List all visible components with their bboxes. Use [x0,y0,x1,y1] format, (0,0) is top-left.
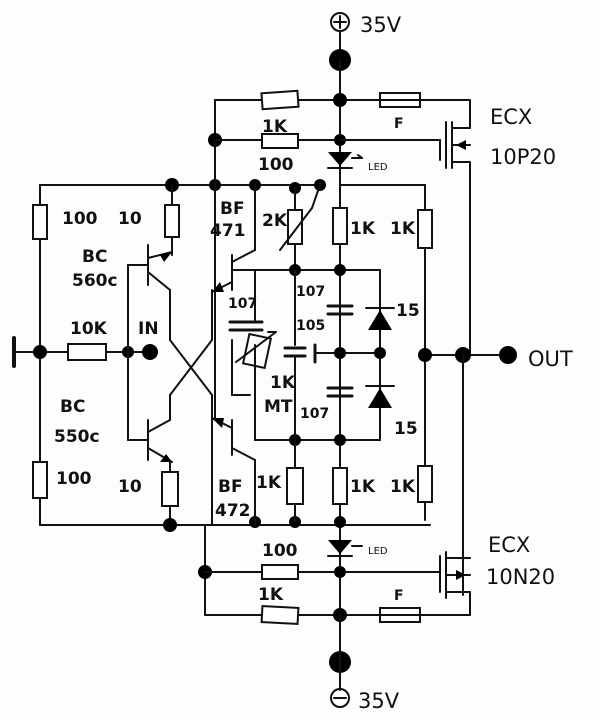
label-c107-b: 107 [296,284,325,300]
positive-supply-terminal: 35V [329,12,402,71]
label-led-top: LED [368,162,388,173]
label-fuse-bot: F [394,588,404,604]
cross-coupling [169,289,213,421]
label-r-top-1k: 1K [262,117,288,137]
label-r-left-10-top: 10 [118,209,142,229]
label-bf471-a: BF [220,199,245,219]
label-c107-a: 107 [228,296,257,312]
output-label[interactable]: OUT [528,347,573,371]
label-ecx-top-part: 10P20 [490,145,556,169]
capacitor-105 [283,343,386,364]
capacitor-107-left-top [228,269,264,332]
resistor-mid-1k-a [332,207,348,245]
label-fuse-top: F [394,116,404,132]
label-r-mid-1k-a: 1K [350,219,376,239]
label-r-in-10k: 10K [70,319,108,339]
label-bf471-b: 471 [210,221,246,241]
resistor-left-10-bot [161,461,179,526]
transistor-bf471 [211,184,256,293]
resistor-left-100-bot [32,461,48,499]
label-r-bot-1k-a: 1K [256,473,282,493]
label-r-bot-1k-b: 1K [350,477,376,497]
resistor-top-1k [261,133,299,149]
label-bc560-b: 560c [72,271,118,291]
resistor-bot-1k-d [260,605,300,625]
positive-supply-label: 35V [360,13,402,37]
label-mt: MT [264,397,293,417]
label-ecx-top-name: ECX [490,105,532,129]
mosfet-bottom-ecx10n20 [439,551,471,616]
transistor-bc550c [127,419,173,463]
potentiometer-2k [279,184,321,271]
led-top [327,152,363,169]
label-r-left-10-bot: 10 [118,477,142,497]
resistor-bot-1k-b [332,467,348,505]
negative-supply-terminal: 35V [329,651,400,713]
diode-15-bottom [365,385,395,408]
resistor-in-10k [67,343,149,361]
label-bc560-a: BC [82,247,107,267]
label-d15-top: 15 [396,301,420,321]
label-pot-2k: 2K [262,211,288,231]
label-r-1k-center: 1K [270,373,296,393]
label-bf472-b: 472 [215,501,251,521]
bottom-rail [198,524,471,663]
input-terminal[interactable] [12,336,69,368]
negative-supply-label: 35V [358,689,400,713]
trimmer-mt [231,331,277,396]
label-in: IN [138,319,159,339]
transistor-bc560c [127,244,173,341]
label-r-bot-100: 100 [262,541,298,561]
label-r-bot-1k-c: 1K [390,477,416,497]
resistor-left-10-top [164,184,180,256]
mosfet-top-ecx10p20 [439,99,471,356]
fuse-top [379,92,421,108]
label-d15-bot: 15 [394,419,418,439]
output-node [418,346,517,596]
label-bc550-b: 550c [54,427,100,447]
label-bc550-a: BC [60,397,85,417]
fuse-bottom [379,607,421,623]
label-ecx-bot-part: 10N20 [486,565,555,589]
label-r-mid-1k-b: 1K [390,219,416,239]
resistor-bot-1k-a [286,439,304,523]
label-ecx-bot-name: ECX [488,533,530,557]
resistor-left-100-top [32,204,48,240]
label-led-bot: LED [368,546,388,557]
label-c105: 105 [296,318,325,334]
label-r-left-100-bot: 100 [56,469,92,489]
label-r-bot-1k-d: 1K [258,585,284,605]
node-in-right [142,344,158,360]
label-r-left-100-top: 100 [62,209,98,229]
label-c107-c: 107 [300,406,329,422]
label-r-top-100: 100 [258,155,294,175]
node-row-440 [254,344,381,446]
capacitor-107-right-top [294,269,354,346]
led-bottom [327,540,363,557]
diode-15-top [365,307,395,330]
capacitor-107-lower [326,386,354,398]
resistor-top-100 [260,89,300,111]
resistor-bot-1k-c [417,465,433,503]
label-bf472-a: BF [218,477,243,497]
resistor-bot-100 [261,564,299,580]
transistor-bf472 [211,417,256,526]
